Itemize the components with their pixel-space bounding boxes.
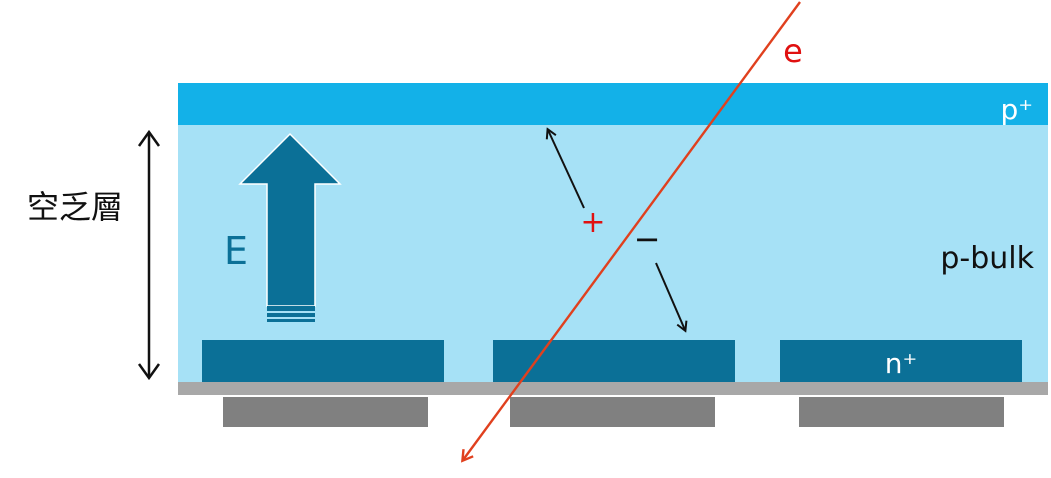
n-plus-implant: [780, 340, 1022, 382]
backplane: [178, 382, 1048, 395]
readout-chip: [799, 397, 1004, 427]
readout-chip: [223, 397, 428, 427]
field-arrow: [238, 132, 342, 322]
p-bulk-label: p-bulk: [940, 241, 1034, 276]
n-plus-label: n⁺: [885, 347, 918, 380]
hole-drift-arrow: [548, 130, 585, 209]
plus-charge-label: +: [580, 205, 605, 240]
depletion-layer-label: 空乏層: [27, 188, 123, 226]
electron-track: [463, 1, 801, 460]
n-plus-implant: [493, 340, 735, 382]
p-plus-label: p⁺: [1000, 93, 1033, 126]
p-plus-layer: [178, 83, 1048, 125]
depletion-layer-arrow: [137, 129, 161, 381]
minus-charge-label: −: [634, 220, 661, 258]
electron-label: e: [783, 32, 803, 70]
field-label: E: [224, 229, 248, 273]
readout-chip: [510, 397, 715, 427]
n-plus-implant: [202, 340, 444, 382]
electron-drift-arrow: [655, 262, 685, 330]
